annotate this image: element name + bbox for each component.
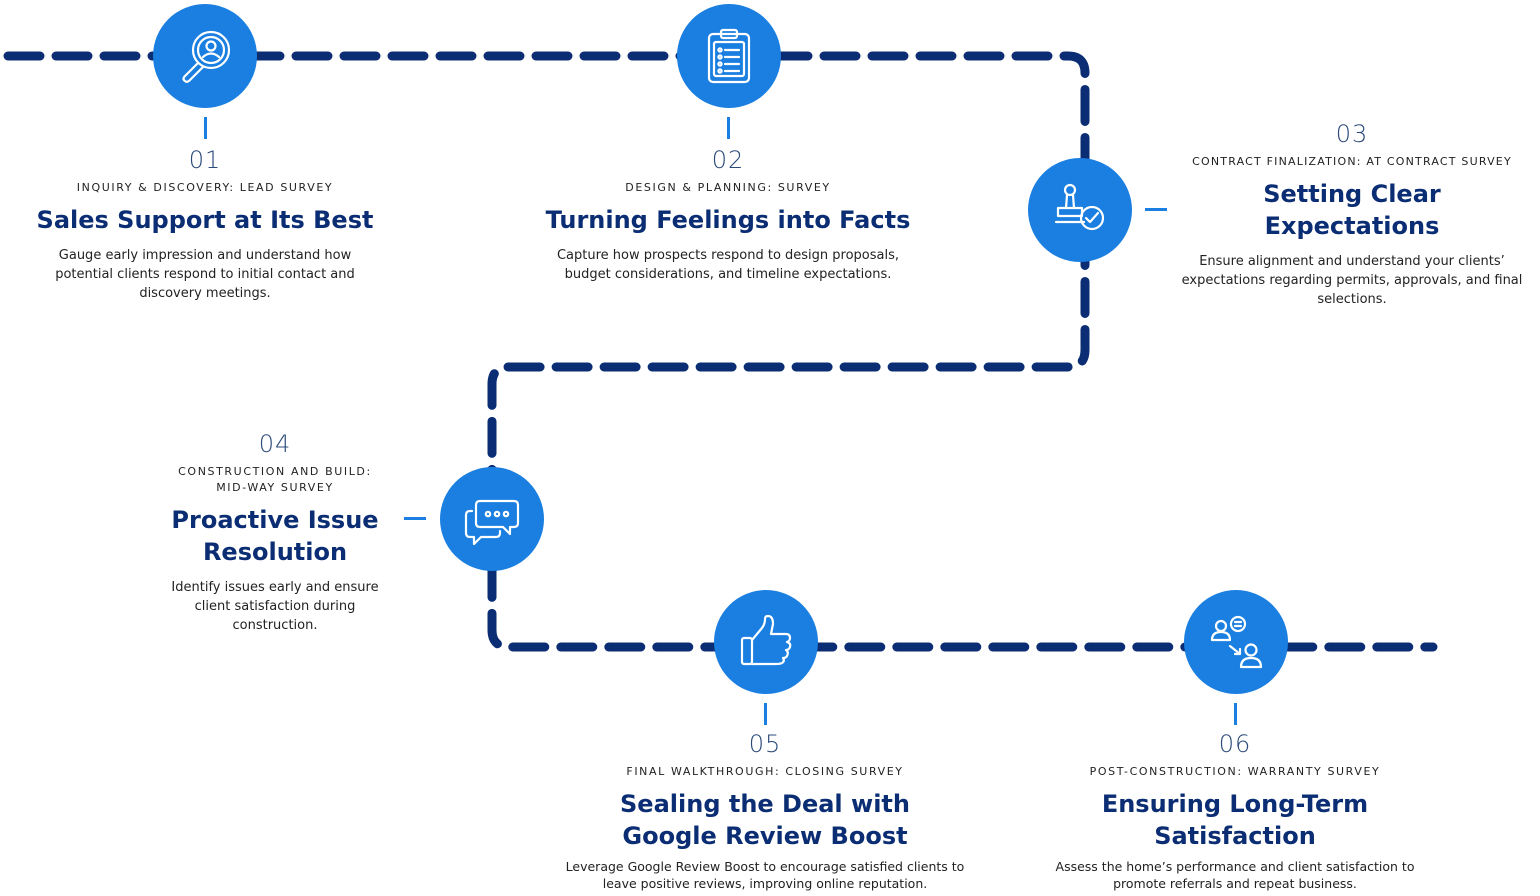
step-04-connector: [404, 517, 426, 520]
step-title: Ensuring Long-Term Satisfaction: [1101, 790, 1369, 850]
step-number: 05: [748, 730, 782, 758]
step-05: 05 FINAL WALKTHROUGH: CLOSING SURVEY Sea…: [560, 730, 970, 892]
step-06: 06 POST-CONSTRUCTION: WARRANTY SURVEY En…: [1040, 730, 1430, 892]
step-category: INQUIRY & DISCOVERY: LEAD SURVEY: [76, 181, 334, 194]
step-title: Proactive Issue Resolution: [171, 506, 379, 566]
step-01-node: [153, 4, 257, 108]
step-category: CONTRACT FINALIZATION: AT CONTRACT SURVE…: [1192, 155, 1512, 168]
step-number: 01: [188, 146, 222, 174]
step-category: POST-CONSTRUCTION: WARRANTY SURVEY: [1089, 765, 1381, 778]
step-description: Assess the home’s performance and client…: [1055, 859, 1415, 891]
approval-stamp-icon: [1054, 183, 1105, 231]
step-06-node: [1184, 590, 1288, 694]
step-description: Capture how prospects respond to design …: [556, 248, 900, 282]
step-title: Sealing the Deal with Google Review Boos…: [620, 790, 910, 850]
step-06-connector: [1234, 703, 1237, 725]
step-number: 04: [258, 430, 292, 458]
step-02-node: [677, 4, 781, 108]
step-category: CONSTRUCTION AND BUILD: MID-WAY SURVEY: [178, 465, 372, 494]
step-description: Ensure alignment and understand your cli…: [1181, 254, 1523, 307]
search-person-icon: [182, 30, 231, 83]
step-05-connector: [764, 703, 767, 725]
chat-bubbles-icon: [464, 499, 520, 546]
referral-users-icon: [1210, 615, 1263, 669]
step-title: Sales Support at Its Best: [36, 206, 374, 234]
clipboard-icon: [707, 28, 751, 84]
step-number: 02: [711, 146, 745, 174]
step-02: 02 DESIGN & PLANNING: SURVEY Turning Fee…: [543, 146, 913, 284]
step-02-connector: [727, 117, 730, 139]
step-04-node: [440, 467, 544, 571]
step-03-connector: [1145, 208, 1167, 211]
step-number: 06: [1218, 730, 1252, 758]
thumbs-up-icon: [740, 614, 792, 666]
step-category: FINAL WALKTHROUGH: CLOSING SURVEY: [626, 765, 904, 778]
step-description: Identify issues early and ensure client …: [171, 580, 379, 633]
step-01-connector: [204, 117, 207, 139]
step-03-node: [1028, 158, 1132, 262]
step-category: DESIGN & PLANNING: SURVEY: [625, 181, 831, 194]
step-title: Turning Feelings into Facts: [545, 206, 911, 234]
step-01: 01 INQUIRY & DISCOVERY: LEAD SURVEY Sale…: [30, 146, 380, 303]
step-description: Gauge early impression and understand ho…: [55, 248, 355, 301]
step-number: 03: [1335, 120, 1369, 148]
step-description: Leverage Google Review Boost to encourag…: [565, 859, 965, 891]
step-title: Setting Clear Expectations: [1263, 180, 1441, 240]
step-05-node: [714, 590, 818, 694]
step-04: 04 CONSTRUCTION AND BUILD: MID-WAY SURVE…: [160, 430, 390, 635]
step-03: 03 CONTRACT FINALIZATION: AT CONTRACT SU…: [1172, 120, 1532, 309]
